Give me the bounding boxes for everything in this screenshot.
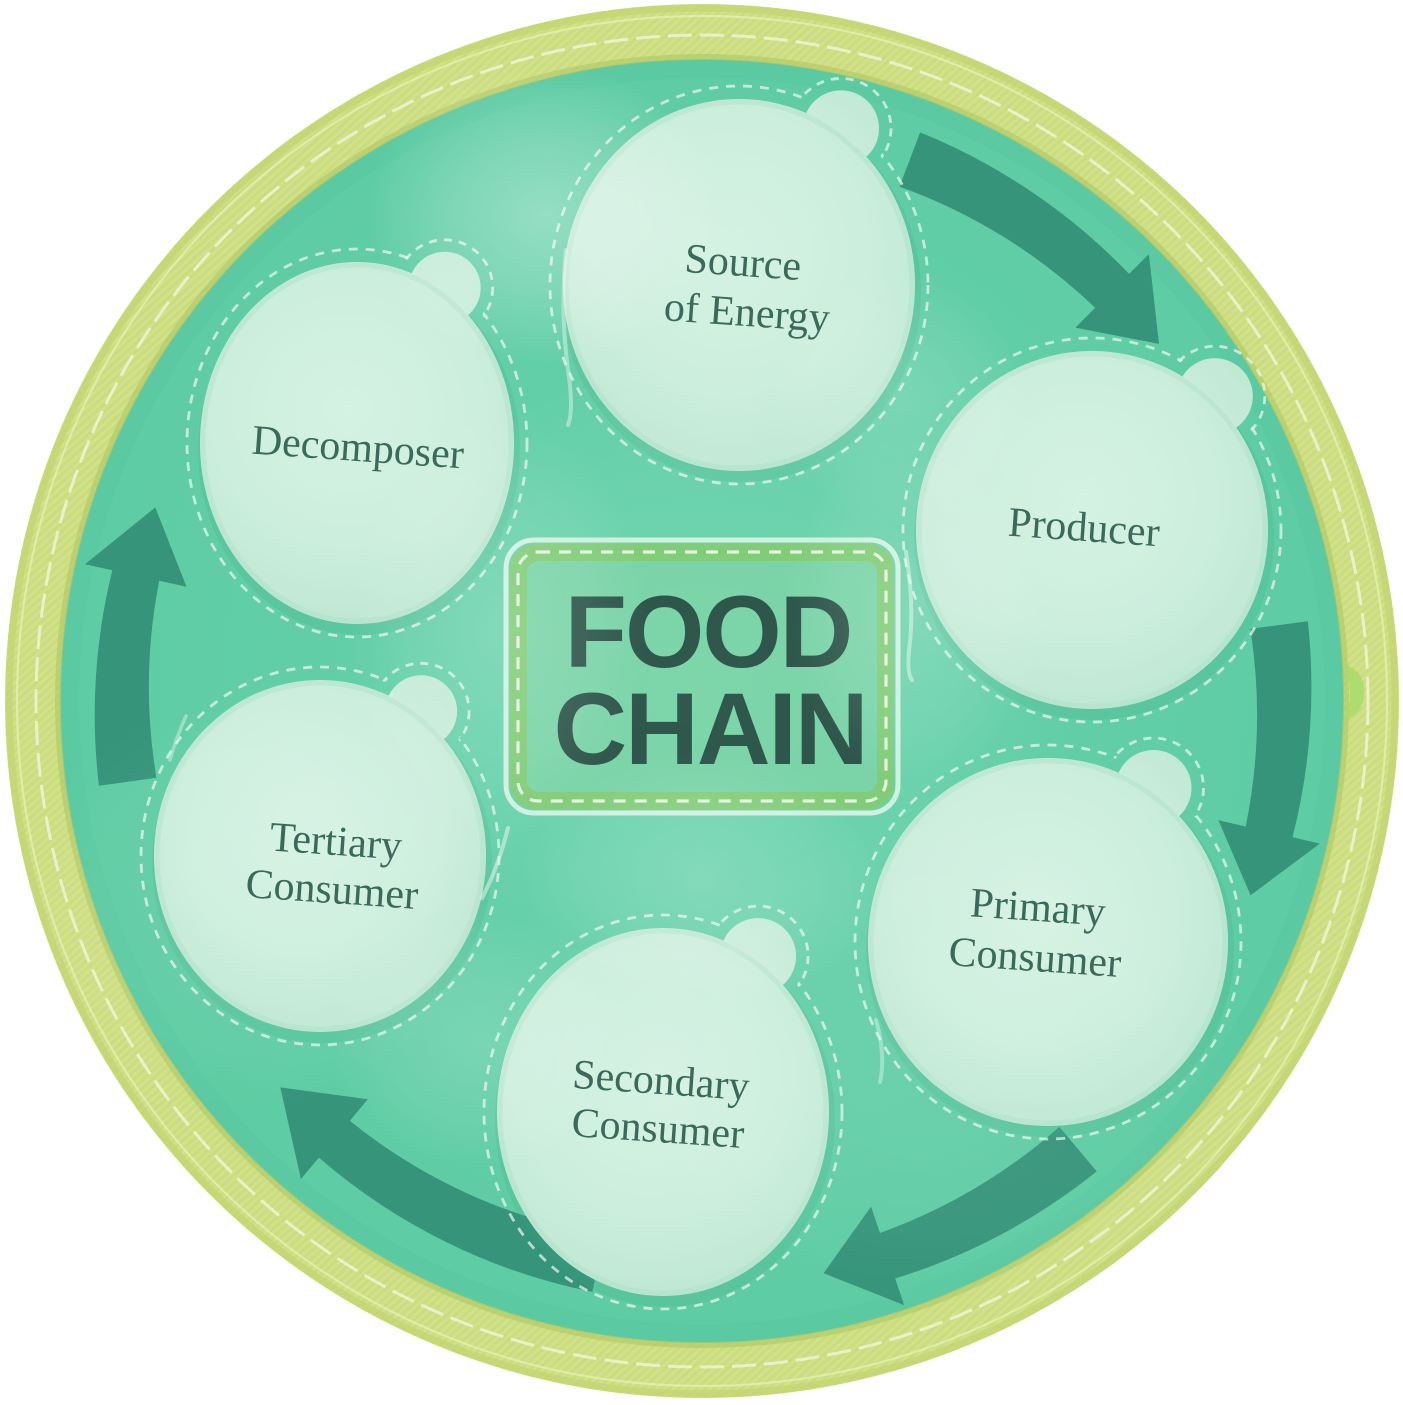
svg-text:Primary: Primary [969, 880, 1107, 935]
svg-text:Tertiary: Tertiary [268, 814, 403, 869]
svg-text:Producer: Producer [1007, 500, 1161, 556]
svg-text:Source: Source [683, 236, 803, 290]
